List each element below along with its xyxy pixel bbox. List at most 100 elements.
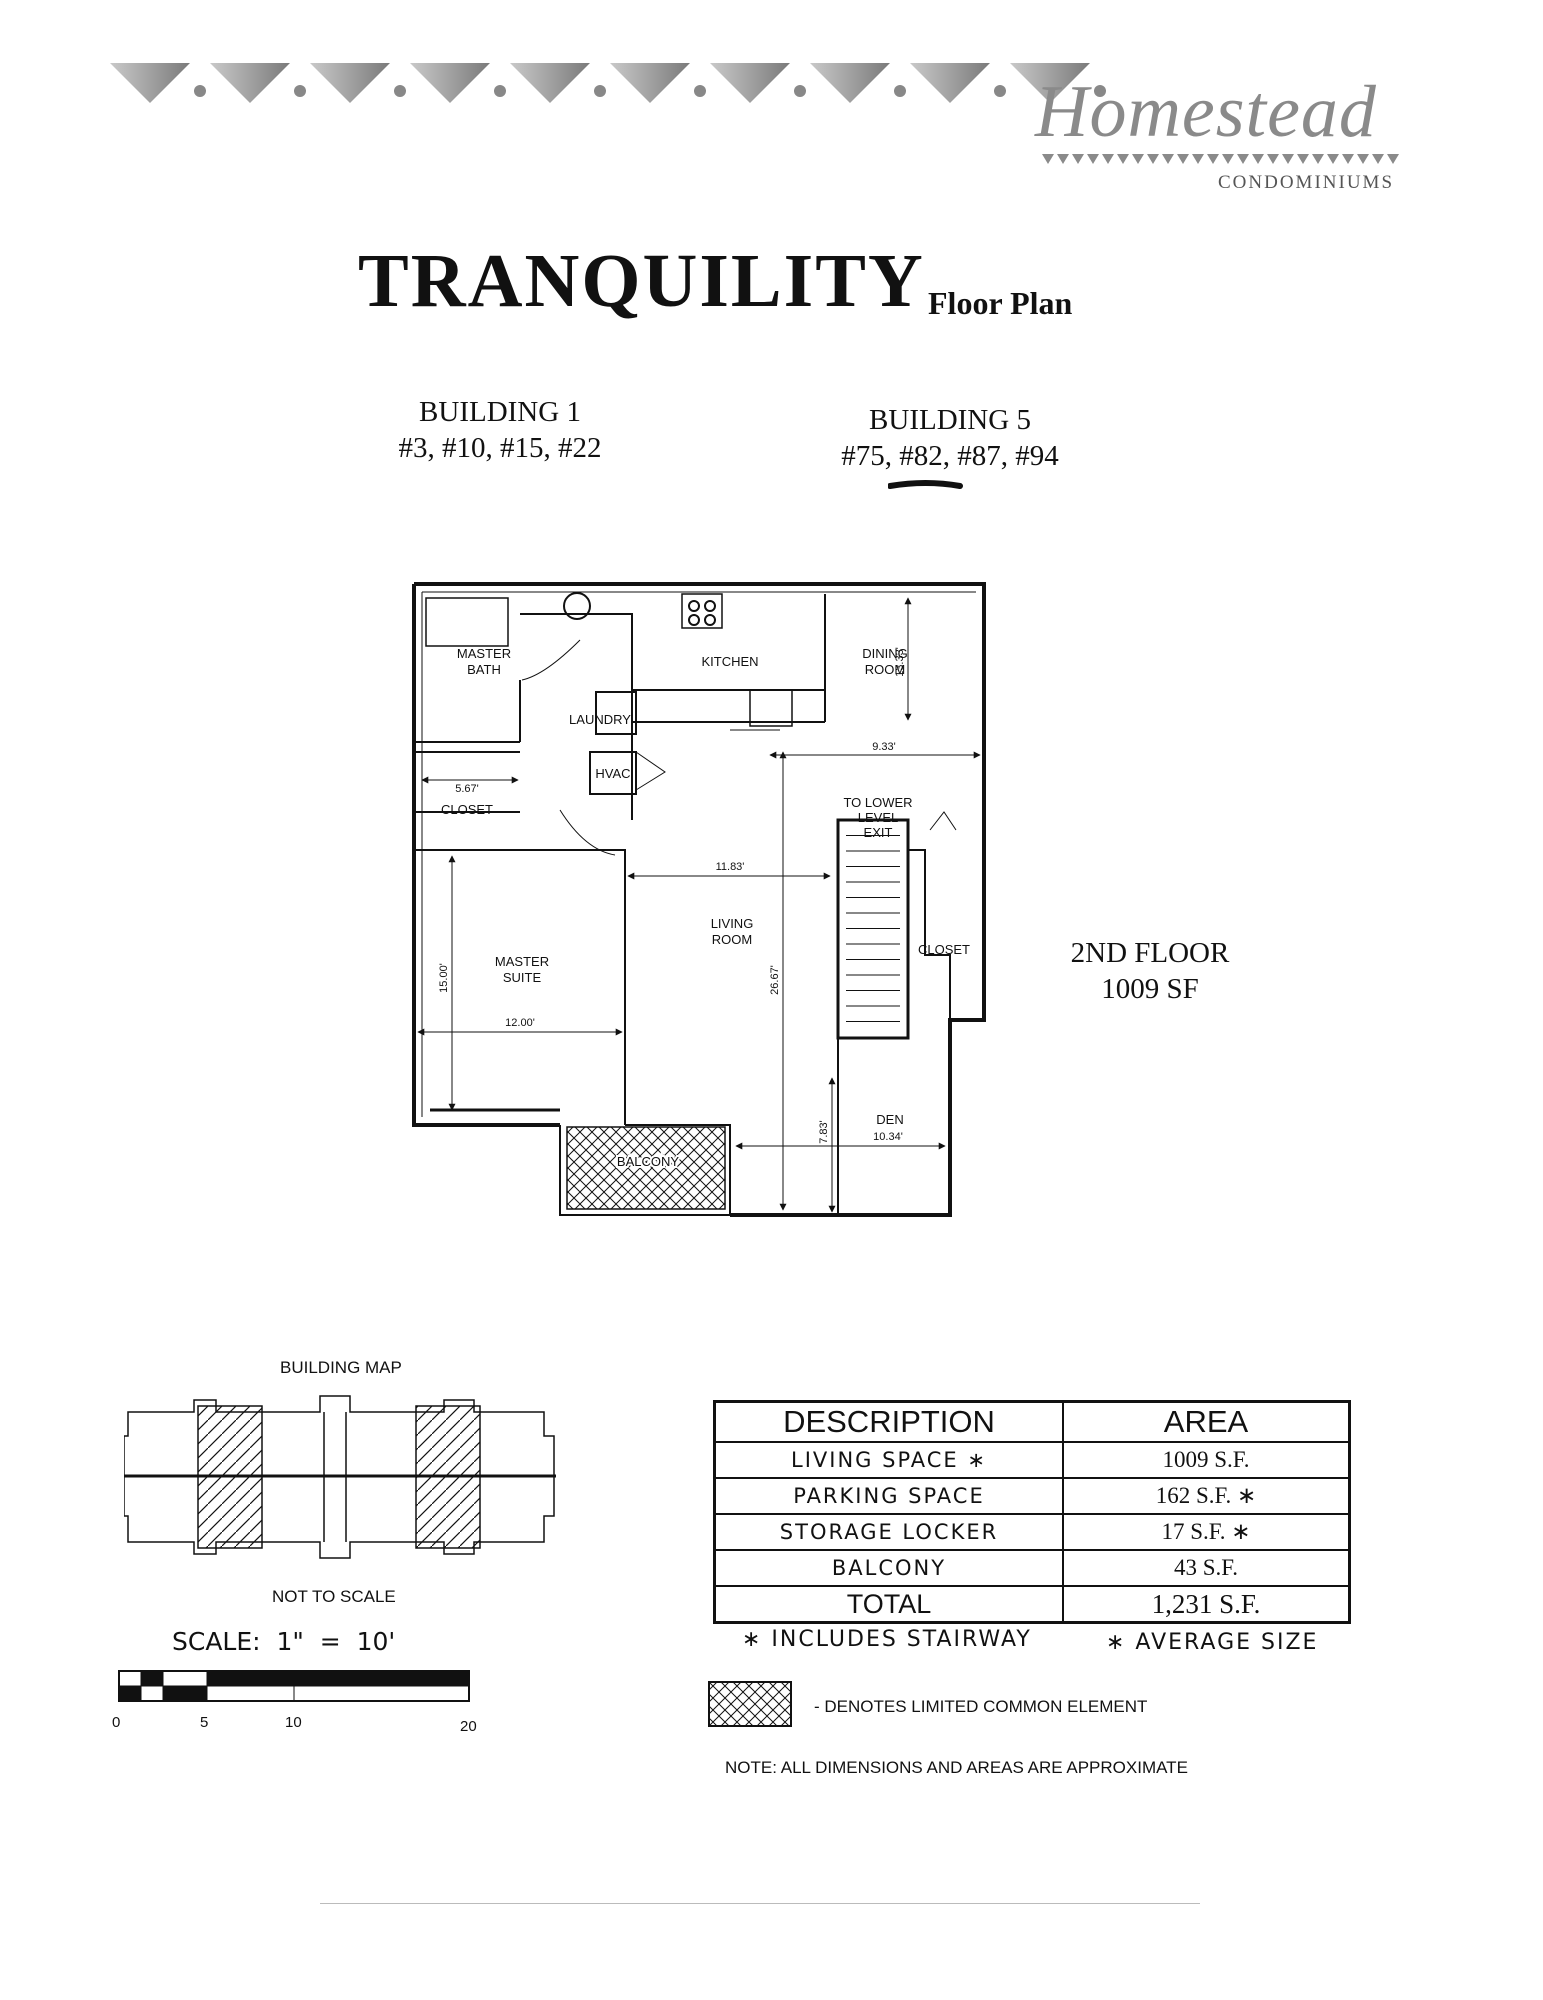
row-area: 162 S.F. ∗ (1062, 1477, 1351, 1515)
total-desc: TOTAL (713, 1585, 1064, 1624)
label-exit: EXIT (864, 825, 893, 840)
table-row: BALCONY 43 S.F. (713, 1549, 1351, 1587)
scale-segment (293, 1685, 470, 1702)
dim-den-h: 7.83' (818, 1120, 830, 1144)
page-subtitle: Floor Plan (928, 285, 1073, 321)
label-living-2: ROOM (712, 932, 752, 947)
scale-label: SCALE: 1" = 10' (172, 1627, 396, 1656)
building-1-block: BUILDING 1 #3, #10, #15, #22 (380, 394, 620, 466)
logo-triangle (1372, 154, 1384, 164)
scale-segment (140, 1670, 164, 1687)
banner-triangle (310, 63, 390, 103)
logo-triangle (1177, 154, 1189, 164)
floor-level: 2ND FLOOR (1070, 937, 1230, 969)
logo-triangle (1267, 154, 1279, 164)
banner-triangle (110, 63, 190, 103)
banner-triangle (510, 63, 590, 103)
logo-triangle (1312, 154, 1324, 164)
building-map (124, 1395, 556, 1559)
logo-triangle (1087, 154, 1099, 164)
handwritten-underline-mark (888, 480, 963, 489)
banner-dot (694, 85, 706, 97)
label-balcony: BALCONY (617, 1154, 679, 1169)
building-1-name: BUILDING 1 (419, 396, 581, 428)
bottom-rule (320, 1903, 1200, 1904)
logo-triangle (1117, 154, 1129, 164)
header-banner (110, 63, 1106, 103)
logo-triangle (1207, 154, 1219, 164)
area-table-header: DESCRIPTION AREA (713, 1400, 1351, 1443)
floor-plan: MASTER BATH KITCHEN DINING ROOM LAUNDRY … (412, 582, 986, 1217)
label-level: LEVEL (858, 810, 898, 825)
dim-dining-w: 9.33' (872, 741, 896, 753)
label-closet-left: CLOSET (441, 802, 493, 817)
label-master-suite-2: SUITE (503, 970, 542, 985)
logo-triangle (1042, 154, 1054, 164)
footnote-stairway: ∗ INCLUDES STAIRWAY (742, 1627, 1032, 1652)
building-1-units: #3, #10, #15, #22 (398, 432, 602, 464)
logo-triangle (1237, 154, 1249, 164)
label-kitchen: KITCHEN (701, 654, 758, 669)
banner-dot (1094, 85, 1106, 97)
row-desc: STORAGE LOCKER (713, 1513, 1064, 1551)
label-master-bath-2: BATH (467, 662, 501, 677)
table-row: STORAGE LOCKER 17 S.F. ∗ (713, 1513, 1351, 1551)
logo-triangle (1282, 154, 1294, 164)
row-desc: PARKING SPACE (713, 1477, 1064, 1515)
scale-segment (118, 1685, 142, 1702)
scale-segment (140, 1685, 164, 1702)
banner-triangle (210, 63, 290, 103)
building-map-title: BUILDING MAP (280, 1358, 402, 1377)
dim-suite-h: 15.00' (438, 963, 450, 993)
scale-segment (162, 1685, 208, 1702)
label-laundry: LAUNDRY (569, 712, 631, 727)
dim-suite-w: 12.00' (505, 1017, 535, 1029)
table-row: LIVING SPACE ∗ 1009 S.F. (713, 1441, 1351, 1479)
logo-triangle (1387, 154, 1399, 164)
building-5-units: #75, #82, #87, #94 (841, 440, 1059, 472)
scale-tick-20: 20 (460, 1718, 477, 1735)
row-area: 17 S.F. ∗ (1062, 1513, 1351, 1551)
label-master-suite: MASTER (495, 954, 549, 969)
footnote-average: ∗ AVERAGE SIZE (1106, 1630, 1319, 1655)
area-table: DESCRIPTION AREA LIVING SPACE ∗ 1009 S.F… (713, 1400, 1351, 1624)
scale-segment (293, 1670, 470, 1687)
label-to-lower: TO LOWER (843, 795, 912, 810)
logo-triangle (1147, 154, 1159, 164)
banner-dot (994, 85, 1006, 97)
logo-triangle (1192, 154, 1204, 164)
logo-triangle (1297, 154, 1309, 164)
building-5-name: BUILDING 5 (869, 404, 1031, 436)
logo-underline-pattern (1042, 154, 1399, 164)
building-5-block: BUILDING 5 #75, #82, #87, #94 (830, 402, 1070, 474)
dim-living-h: 26.67' (769, 965, 781, 995)
banner-dot (894, 85, 906, 97)
dim-den-w: 10.34' (873, 1131, 903, 1143)
banner-dot (494, 85, 506, 97)
header-description: DESCRIPTION (713, 1400, 1064, 1443)
scale-segment (118, 1670, 142, 1687)
label-dining: DINING (862, 646, 908, 661)
scale-tick-0: 0 (112, 1714, 121, 1731)
logo-triangle (1357, 154, 1369, 164)
floor-size: 1009 SF (1101, 973, 1199, 1005)
banner-dot (794, 85, 806, 97)
logo-triangle (1162, 154, 1174, 164)
page-title: TRANQUILITY (358, 239, 925, 323)
logo-triangle (1132, 154, 1144, 164)
floor-info: 2ND FLOOR 1009 SF (1040, 935, 1260, 1007)
scale-segment (206, 1685, 295, 1702)
label-dining-2: ROOM (865, 662, 905, 677)
legend-text: - DENOTES LIMITED COMMON ELEMENT (814, 1697, 1148, 1716)
logo-triangle (1342, 154, 1354, 164)
approximate-note: NOTE: ALL DIMENSIONS AND AREAS ARE APPRO… (725, 1758, 1188, 1777)
banner-dot (394, 85, 406, 97)
label-living: LIVING (711, 916, 754, 931)
row-area: 1009 S.F. (1062, 1441, 1351, 1479)
table-row: PARKING SPACE 162 S.F. ∗ (713, 1477, 1351, 1515)
header-area: AREA (1062, 1400, 1351, 1443)
logo-triangle (1072, 154, 1084, 164)
banner-dot (594, 85, 606, 97)
label-hvac: HVAC (595, 766, 630, 781)
scale-tick-10: 10 (285, 1714, 302, 1731)
